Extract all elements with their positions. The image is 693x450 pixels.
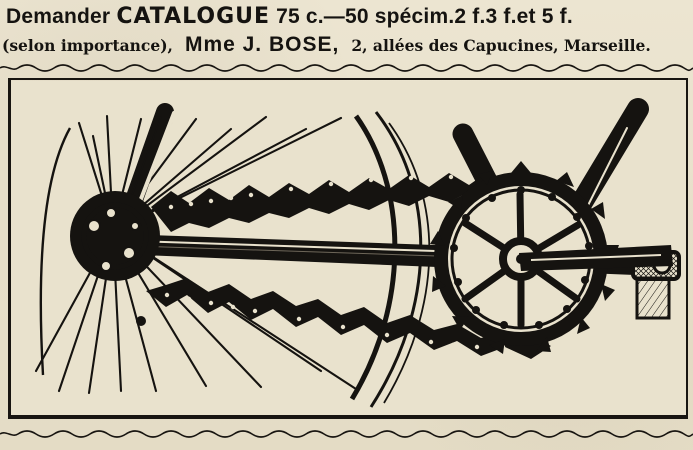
illustration-frame: [8, 78, 688, 419]
partially-cut-title: ▂▂▂ ▁▁▁▁▁▁▁▁▁: [92, 0, 642, 4]
vendor-name: Mme J. BOSE,: [184, 33, 340, 56]
catalogue-offer-line: Demander CATALOGUE 75 c.—50 spécim.2 f.3…: [6, 3, 688, 30]
top-wavy-rule: [0, 64, 693, 72]
bottom-wavy-rule: [0, 430, 693, 438]
chain-upper-links: [151, 171, 502, 232]
line1-price-and-specimens: 75 c.—50 spécim.2 f.3 f.et 5 f.: [270, 5, 573, 28]
vendor-address: 2, allées des Capucines, Marseille.: [351, 36, 651, 55]
line1-before: Demander: [6, 5, 117, 28]
importance-note: (selon importance),: [2, 36, 173, 55]
address-line: (selon importance), Mme J. BOSE, 2, allées…: [2, 33, 692, 56]
rear-hub-sprocket: [70, 191, 160, 281]
catalogue-word: CATALOGUE: [116, 4, 271, 29]
bicycle-chain-illustration: [11, 81, 686, 415]
crank-arm: [136, 245, 673, 326]
